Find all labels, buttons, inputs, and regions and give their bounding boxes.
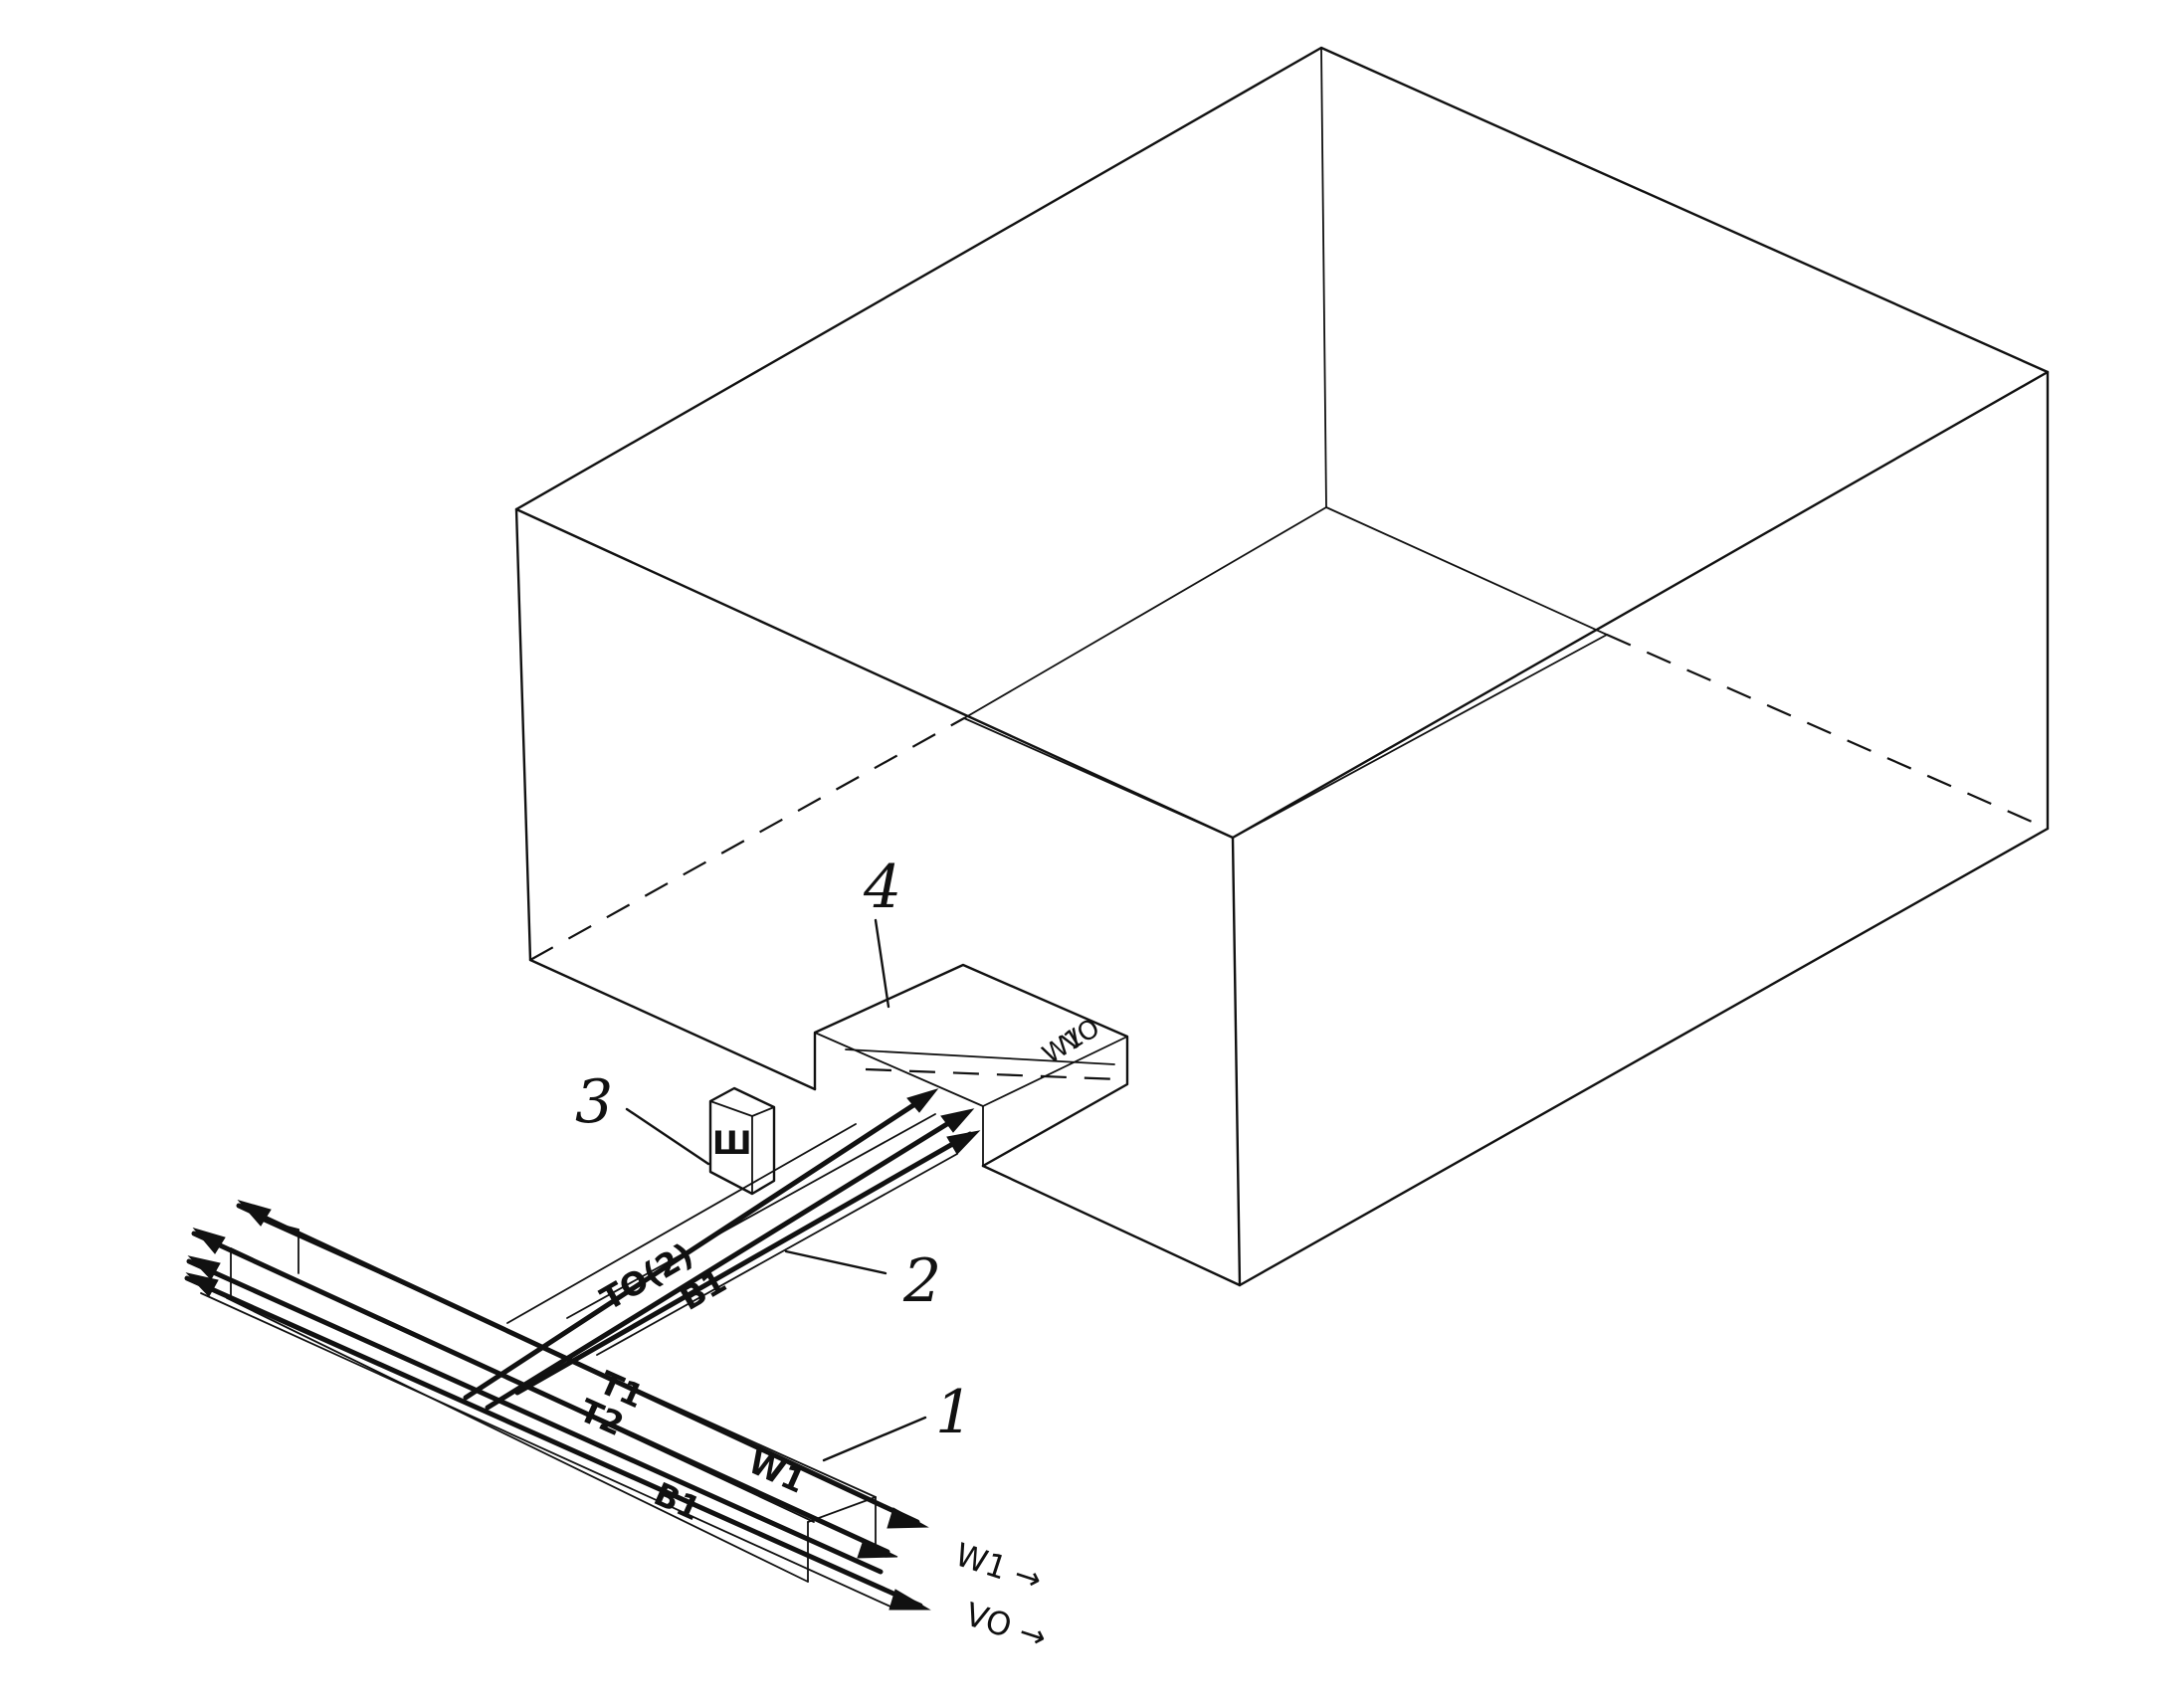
main-tray [184, 1200, 931, 1611]
room-inner-edge-b [1325, 506, 1608, 636]
room-edge-back [1320, 47, 1327, 508]
entry-box-inner-edge [814, 1032, 984, 1107]
leader-3 [625, 1107, 710, 1166]
main-tray-edge-bottom [226, 1297, 809, 1583]
entry-box-floor-line [845, 1048, 1115, 1065]
main-arrow-left-4 [185, 1272, 219, 1297]
callout-4: 4 [863, 853, 901, 922]
room-inner-edge-c [963, 717, 1234, 839]
room-edge-left [514, 507, 532, 962]
room-bottom-left-b [981, 1164, 1242, 1287]
room-hidden-right [1606, 633, 2049, 831]
label-main-b1: B1 [649, 1475, 706, 1529]
callout-2: 2 [902, 1246, 941, 1316]
leader-2 [784, 1249, 887, 1275]
socket-glyph: Ш [712, 1124, 752, 1162]
main-arrow-left-1 [237, 1200, 272, 1227]
branch-arrow-2 [940, 1108, 975, 1133]
room-bottom-right [1238, 827, 2050, 1287]
main-arrow-right-1 [887, 1507, 929, 1529]
main-wire-3 [186, 1258, 884, 1575]
main-arrow-left-2 [192, 1228, 226, 1254]
socket-box-edge-a [709, 1100, 753, 1117]
main-arrow-right-2 [857, 1539, 898, 1559]
room-inner-edge-d [1232, 634, 1608, 839]
entry-box-outline [813, 963, 1129, 1168]
leader-1 [822, 1416, 927, 1462]
room-box [514, 46, 2050, 1287]
entry-box-inner-edge-b [982, 1036, 1128, 1107]
callout-1: 1 [935, 1378, 973, 1447]
branch-wire-3 [514, 1131, 973, 1396]
socket-box-edge-b [751, 1106, 775, 1117]
leader-4 [874, 918, 890, 1009]
room-top-rim [514, 46, 2050, 840]
output-labels: W1 → VO → [951, 1535, 1052, 1656]
socket-box: Ш [708, 1086, 776, 1196]
main-arrow-left-3 [187, 1255, 221, 1280]
room-edge-front [1231, 836, 1242, 1287]
callouts: 4 3 2 1 [575, 853, 973, 1462]
room-hidden-left [529, 717, 965, 961]
main-wire-4 [184, 1275, 923, 1609]
branch-tray-edge-c [566, 1113, 936, 1319]
branch-tray-edge-b [596, 1153, 958, 1356]
callout-3: 3 [575, 1067, 613, 1137]
room-inner-edge-a [963, 506, 1327, 719]
output-v0: VO → [961, 1595, 1052, 1656]
socket-box-outline [708, 1086, 776, 1196]
main-arrow-right-3 [888, 1589, 931, 1611]
wire-labels: TO(2) B1 T1 T2 W1 B1 W1 VO [574, 1013, 1105, 1528]
output-w1: W1 → [951, 1535, 1047, 1599]
main-wire-2 [191, 1231, 890, 1555]
room-entry-box [813, 963, 1129, 1168]
branch-arrow-3 [946, 1130, 981, 1155]
room-bottom-left-a [528, 958, 817, 1091]
main-wire-1 [236, 1203, 920, 1525]
main-wire-5 [200, 1292, 891, 1608]
branch-tray-edge-a [506, 1123, 857, 1324]
branch-wire-1 [463, 1091, 933, 1401]
branch-arrow-1 [906, 1088, 939, 1113]
